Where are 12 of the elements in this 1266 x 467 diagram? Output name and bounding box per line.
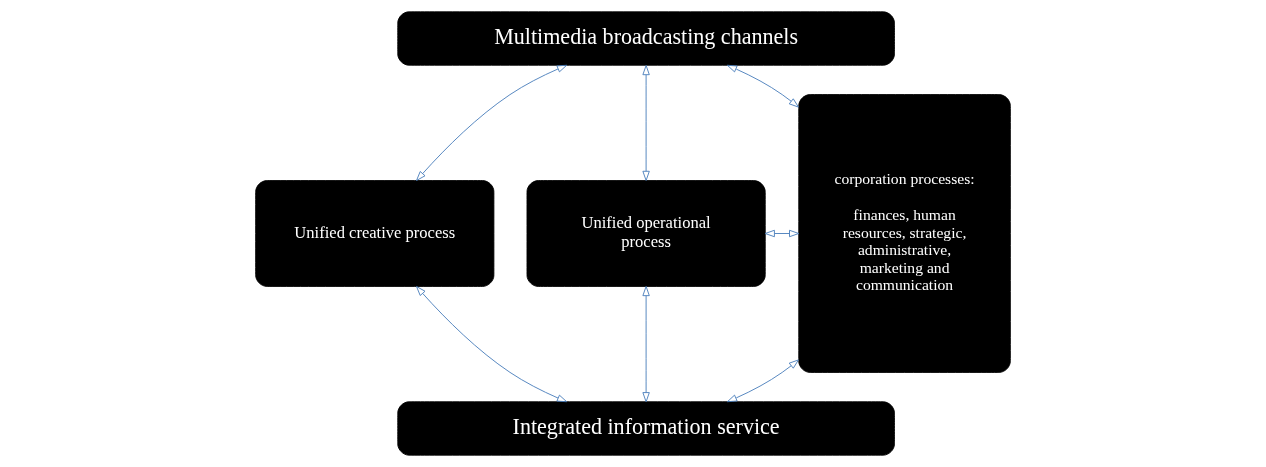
node-box: Multimedia broadcasting channels	[397, 11, 895, 66]
node-box: Unified creative process	[255, 180, 495, 287]
node-box: Integrated information service	[397, 401, 895, 456]
node-box: corporation processes: finances, human resources, strategic, administrative, marketing and communication	[798, 94, 1011, 373]
node-box: Unified operational process	[526, 180, 766, 287]
arrow	[726, 359, 799, 403]
arrow	[642, 285, 650, 403]
arrow	[642, 65, 650, 181]
arrow	[726, 64, 799, 108]
arrow	[416, 64, 568, 181]
arrow	[416, 286, 568, 403]
arrow	[764, 229, 800, 238]
